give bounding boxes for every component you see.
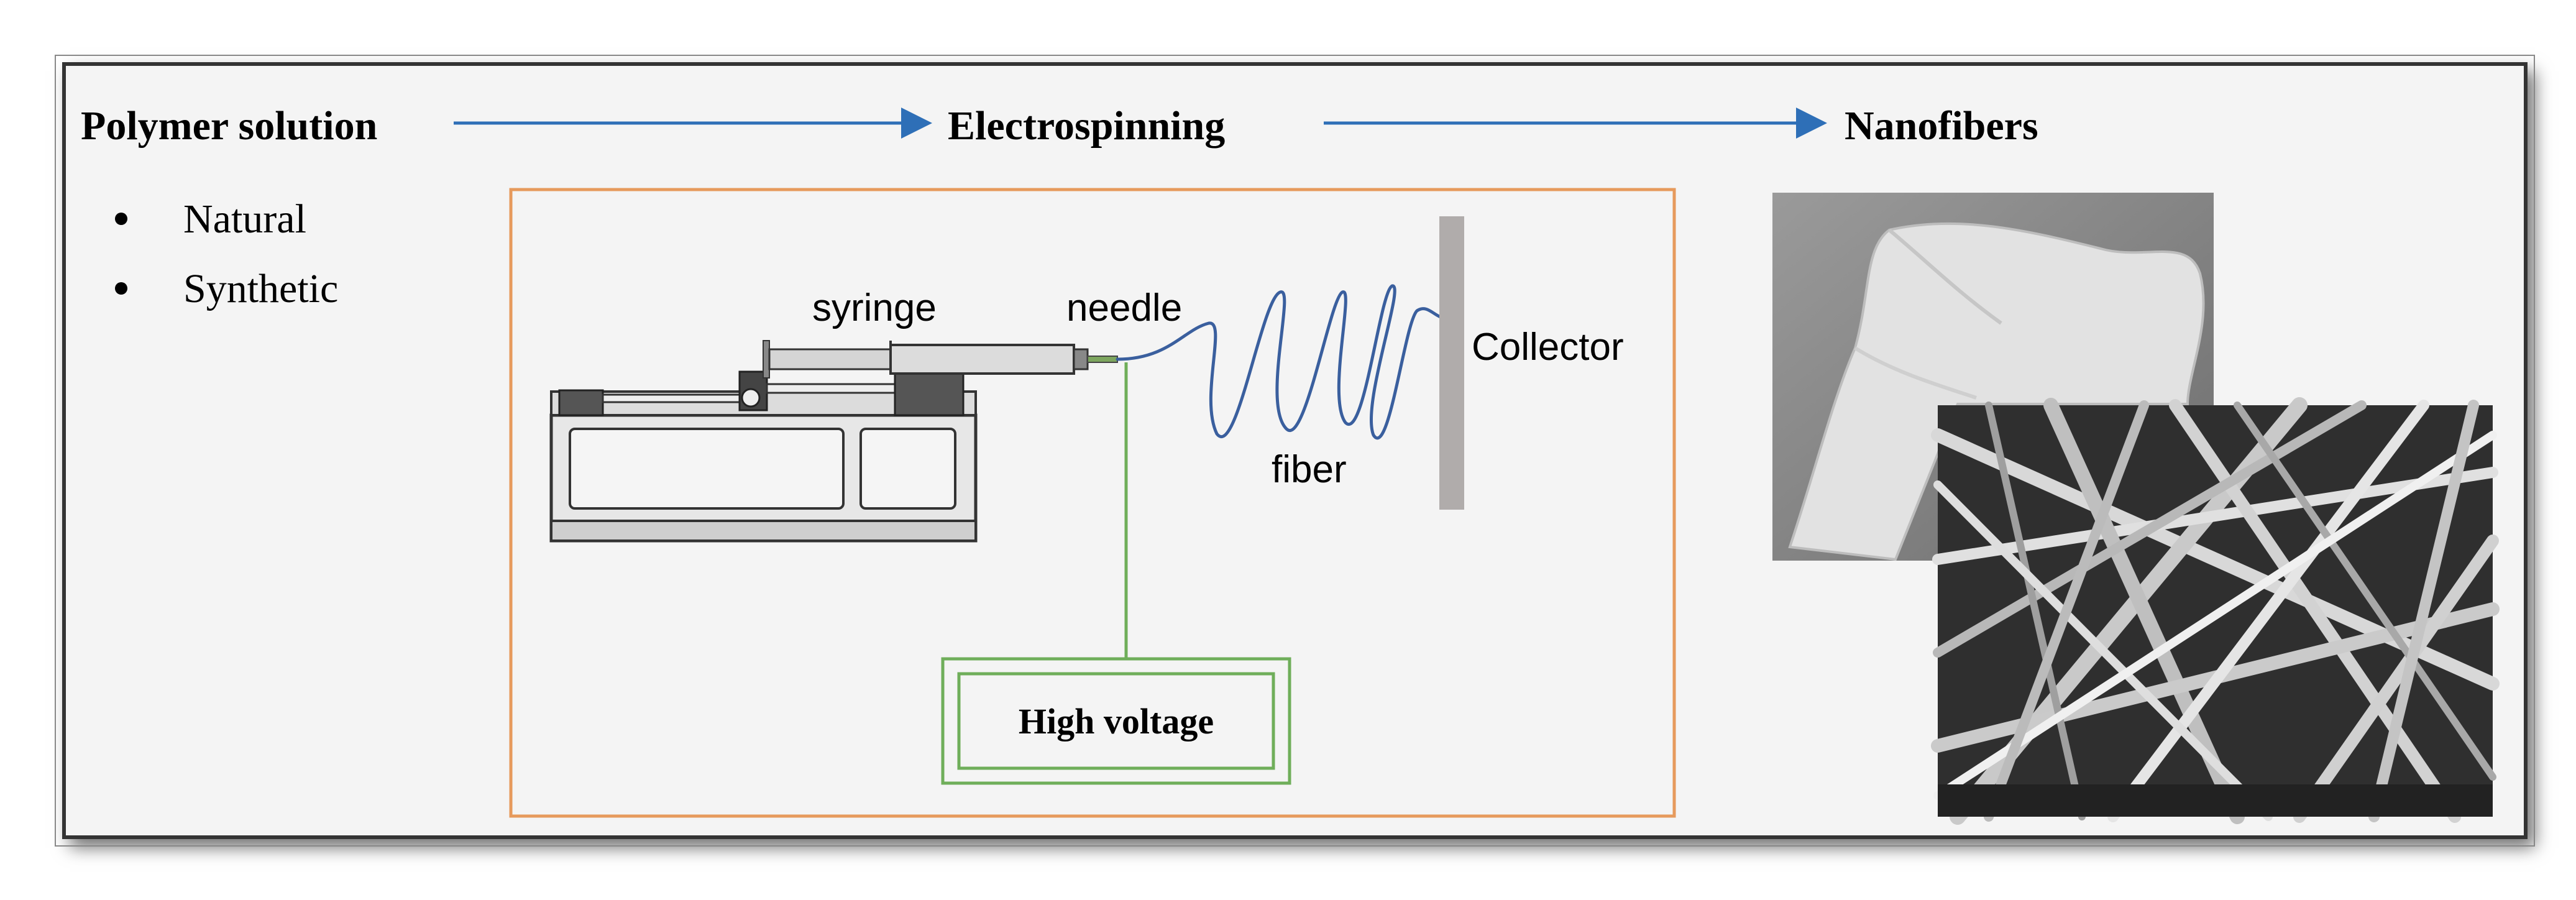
needle-label: needle <box>1066 287 1183 329</box>
high-voltage-box-outer <box>941 657 1291 785</box>
polymer-type-natural: Natural <box>115 199 338 269</box>
collector-label: Collector <box>1472 326 1624 369</box>
electrospinning-setup-box <box>509 188 1676 818</box>
high-voltage-box-inner <box>957 672 1275 770</box>
fiber-label: fiber <box>1272 448 1347 491</box>
high-voltage-label: High voltage <box>1019 701 1214 742</box>
stage-title-nanofibers: Nanofibers <box>1845 103 2038 149</box>
syringe-pump-icon <box>549 340 1118 543</box>
fiber-jet <box>1116 284 1442 439</box>
stage-title-electrospinning: Electrospinning <box>948 103 1226 149</box>
polymer-type-list: Natural Synthetic <box>115 199 338 338</box>
collector-plate <box>1439 216 1464 510</box>
nanofiber-sem-micrograph <box>1931 397 2500 825</box>
stage-title-polymer-solution: Polymer solution <box>81 103 378 149</box>
syringe-label: syringe <box>812 287 937 329</box>
polymer-type-synthetic: Synthetic <box>115 269 338 338</box>
